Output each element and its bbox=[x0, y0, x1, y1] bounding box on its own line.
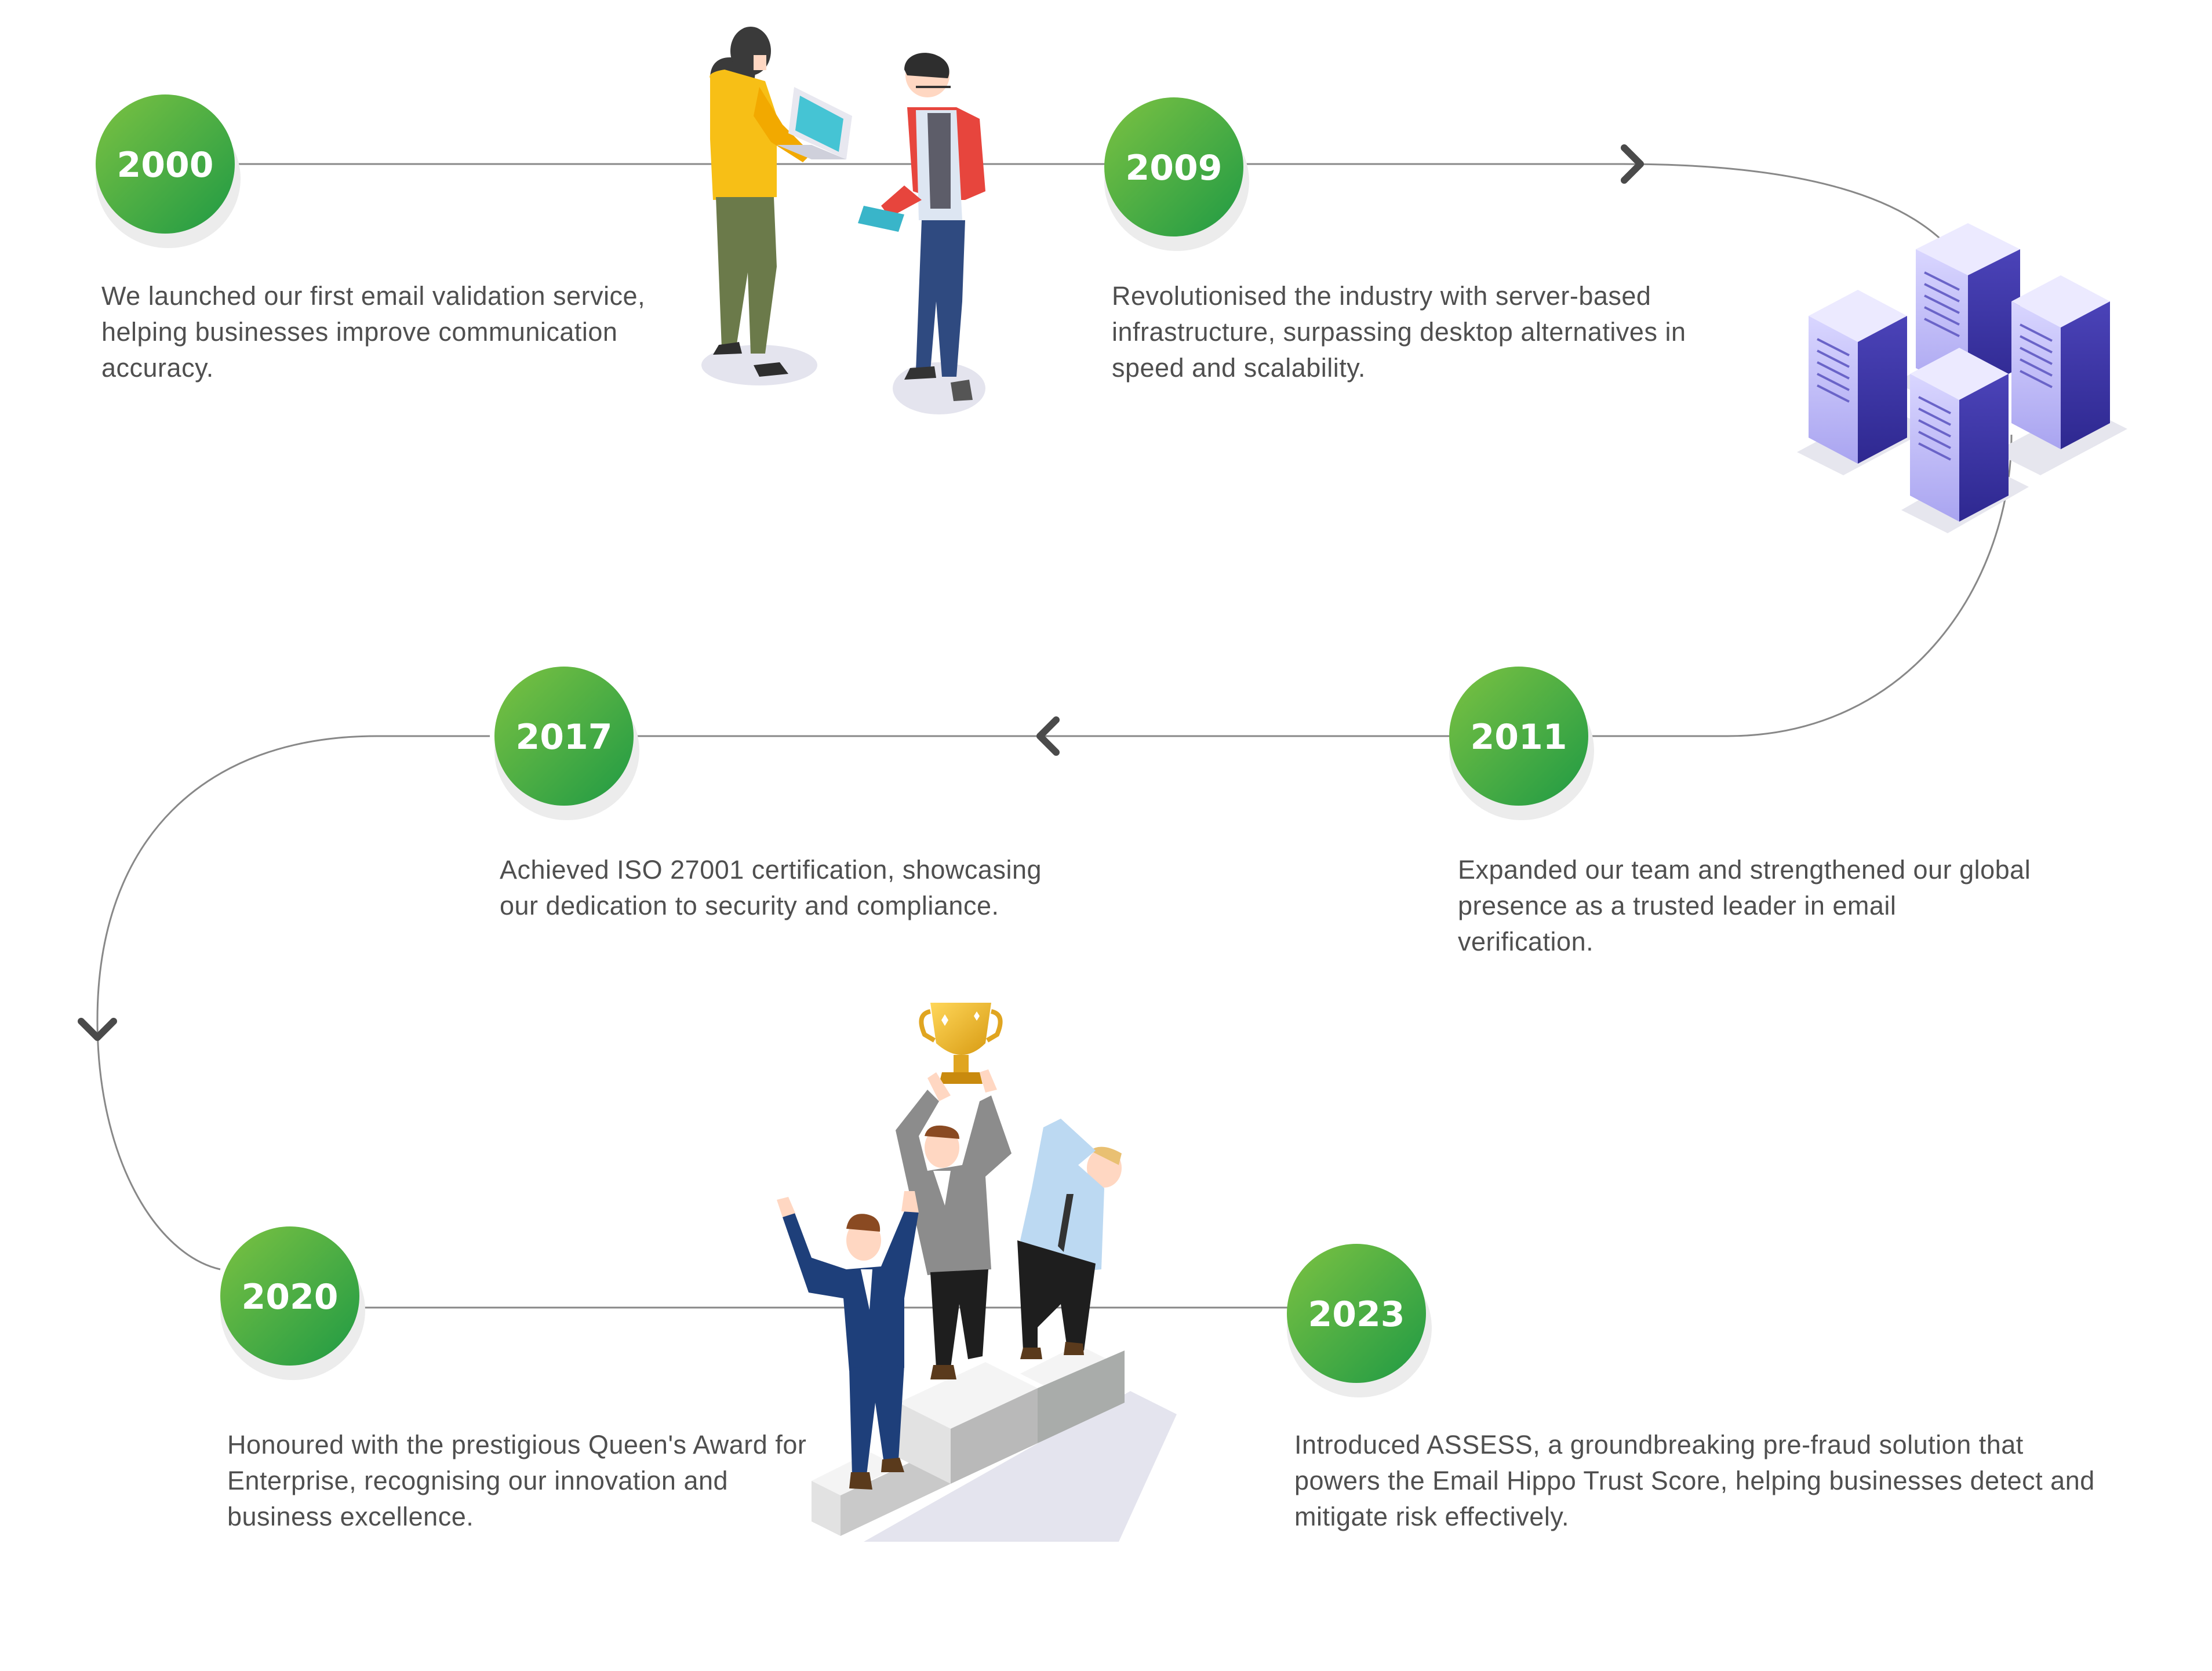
arrow-left-icon bbox=[1036, 716, 1060, 756]
arrow-right-icon bbox=[1621, 144, 1644, 184]
timeline-line-server-curve bbox=[626, 434, 2013, 737]
milestone-2011-badge: 2011 bbox=[1449, 667, 1594, 820]
milestone-2017-badge: 2017 bbox=[494, 667, 639, 820]
server-rack-4 bbox=[1910, 348, 2009, 522]
timeline-line-row1 bbox=[238, 163, 1972, 279]
winners-podium-illustration bbox=[777, 1003, 1177, 1542]
milestone-2023-badge: 2023 bbox=[1287, 1244, 1432, 1397]
milestone-2020-badge: 2020 bbox=[220, 1226, 365, 1380]
winner-center-figure bbox=[896, 1069, 1012, 1379]
milestone-2009-description: Revolutionised the industry with server-… bbox=[1112, 281, 1686, 383]
year-2017-label: 2017 bbox=[516, 717, 613, 758]
year-2023-label: 2023 bbox=[1308, 1294, 1405, 1335]
year-2009-label: 2009 bbox=[1126, 148, 1223, 188]
year-2000-label: 2000 bbox=[117, 145, 214, 185]
milestone-2000-badge: 2000 bbox=[96, 94, 241, 248]
year-2011-label: 2011 bbox=[1471, 717, 1567, 758]
milestone-2009-badge: 2009 bbox=[1104, 97, 1249, 251]
direction-arrows bbox=[78, 144, 1644, 1041]
arrow-down-icon bbox=[78, 1018, 117, 1041]
milestone-2000-description: We launched our first email validation s… bbox=[101, 281, 646, 383]
winner-left-figure bbox=[777, 1191, 919, 1490]
timeline-line-row2 bbox=[96, 735, 490, 1270]
year-2020-label: 2020 bbox=[242, 1277, 339, 1317]
server-rack-3 bbox=[2011, 275, 2110, 449]
winner-right-figure bbox=[1017, 1119, 1122, 1359]
milestone-2023-description: Introduced ASSESS, a groundbreaking pre-… bbox=[1294, 1430, 2095, 1531]
server-rack-1 bbox=[1916, 223, 2020, 394]
server-racks-illustration bbox=[1797, 223, 2127, 533]
server-rack-2 bbox=[1809, 290, 1907, 464]
two-people-laptop-illustration bbox=[701, 27, 985, 414]
trophy-icon bbox=[919, 1003, 1003, 1084]
milestone-2017-description: Achieved ISO 27001 certification, showca… bbox=[500, 855, 1042, 920]
milestone-2020-description: Honoured with the prestigious Queen's Aw… bbox=[227, 1430, 807, 1531]
milestone-2011-description: Expanded our team and strengthened our g… bbox=[1458, 855, 2031, 956]
milestone-circles: 2000 2009 2011 2017 2020 2023 bbox=[96, 94, 1594, 1397]
